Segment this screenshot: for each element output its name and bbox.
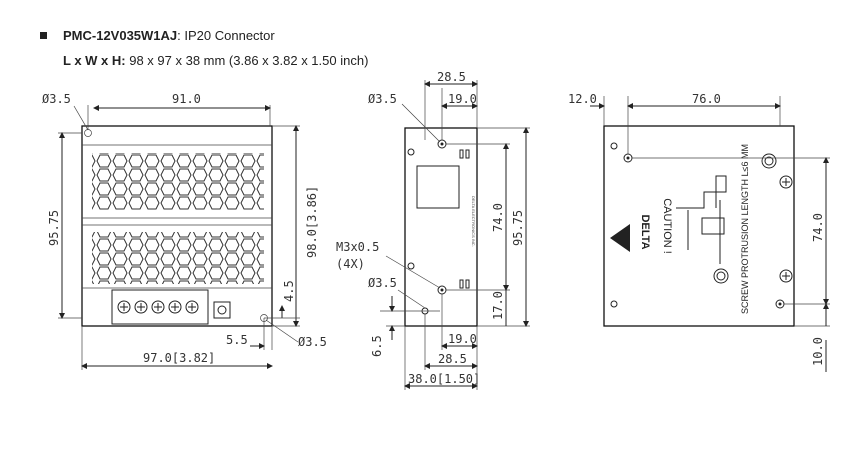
dim-front-height-right: 98.0[3.86] [305,186,319,258]
model-number: PMC-12V035W1AJ [63,28,178,43]
dimensions-value: 98 x 97 x 38 mm (3.86 x 3.82 x 1.50 inch… [125,53,369,68]
dim-side-top-28-5: 28.5 [437,70,466,84]
dim-side-74-0: 74.0 [491,203,505,232]
dim-back-left-12-0: 12.0 [568,92,597,106]
dim-back-top-76-0: 76.0 [692,92,721,106]
dim-side-95-75: 95.75 [511,210,525,246]
vent-grille-lower [92,232,264,284]
side-screw-spec: M3x0.5 [336,240,379,254]
vent-grille-upper [92,153,264,210]
dim-front-4-5: 4.5 [282,280,296,302]
dim-side-bot-28-5: 28.5 [438,352,467,366]
dim-side-6-5: 6.5 [370,335,384,357]
dim-front-hole-dia-bottom: Ø3.5 [298,335,327,349]
dim-front-5-5: 5.5 [226,333,248,347]
dim-front-top-width: 91.0 [172,92,201,106]
dim-side-top-19-0: 19.0 [448,92,477,106]
back-view-body [603,125,795,327]
dim-front-hole-dia: Ø3.5 [42,92,71,106]
dim-front-bottom-width: 97.0[3.82] [143,351,215,365]
dimensions-label: L x W x H: [63,53,126,68]
model-title-line: PMC-12V035W1AJ: IP20 Connector [40,28,275,43]
side-view-body [404,127,478,327]
back-screw-note: SCREW PROTRUSION LENGTH L≤6 MM [740,144,750,314]
back-view: DELTA CAUTION ! SCREW PROTRUSION LENGTH … [568,92,830,372]
dim-back-74-0: 74.0 [811,213,825,242]
back-brand: DELTA [639,214,651,249]
dim-side-hole-dia-mid: Ø3.5 [368,276,397,290]
dim-side-17-0: 17.0 [491,291,505,320]
bullet-icon [40,32,47,39]
dim-back-10-0: 10.0 [811,337,825,366]
dim-side-hole-dia-top: Ø3.5 [368,92,397,106]
model-connector-type: : IP20 Connector [177,28,275,43]
back-screw-holes [610,142,793,309]
delta-logo: DELTA [610,214,651,252]
dimensions-line: L x W x H: 98 x 97 x 38 mm (3.86 x 3.82 … [63,53,368,68]
dim-side-bot-19-0: 19.0 [448,332,477,346]
side-label-text: DELTA ELECTRONICS INC. [471,196,476,247]
dim-side-bot-width: 38.0[1.50] [408,372,480,386]
front-view: 91.0 Ø3.5 95.75 98.0[3.86] 4.5 5.5 Ø3.5 … [42,92,327,370]
caution-graphic [676,175,727,264]
dim-front-height-left: 95.75 [47,210,61,246]
side-view: DELTA ELECTRONICS INC. 28.5 19.0 Ø3.5 74… [336,70,530,390]
back-caution: CAUTION ! [661,198,673,254]
side-screw-qty: (4X) [336,257,365,271]
terminal-block [111,289,231,325]
